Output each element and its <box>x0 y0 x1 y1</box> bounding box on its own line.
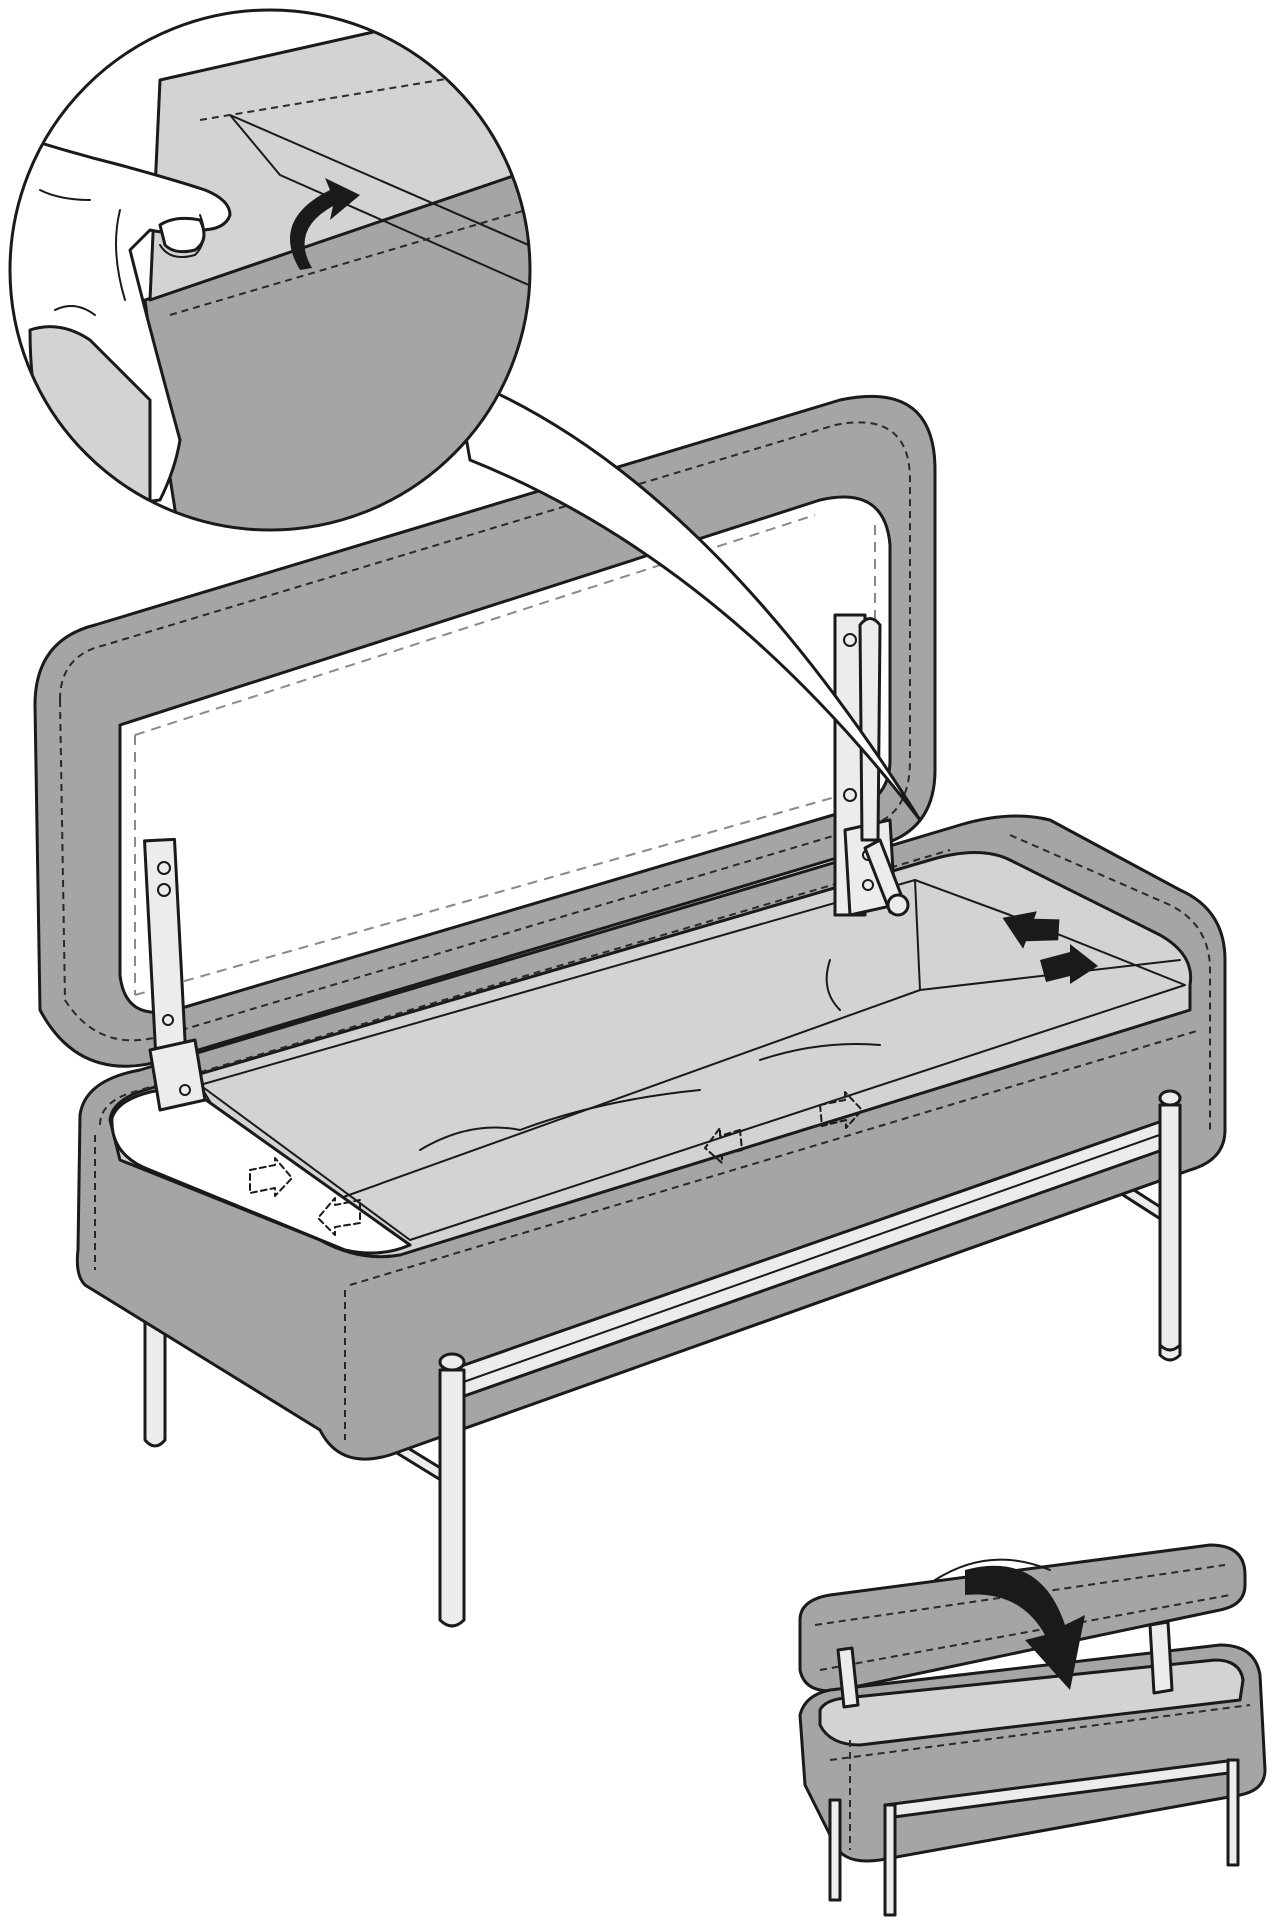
detail-zoom-circle <box>8 8 532 532</box>
hinge-left <box>143 837 207 1112</box>
close-lid-arrow-icon <box>965 1565 1085 1690</box>
bench-body <box>75 814 1227 1461</box>
bench-front-legs <box>438 1089 1182 1628</box>
detail-callout-pointer <box>453 373 922 822</box>
hinge-right <box>833 613 910 917</box>
small-bench-closing <box>798 1543 1267 1917</box>
main-bench <box>33 394 1227 1628</box>
lift-arrow-icon <box>290 178 360 270</box>
